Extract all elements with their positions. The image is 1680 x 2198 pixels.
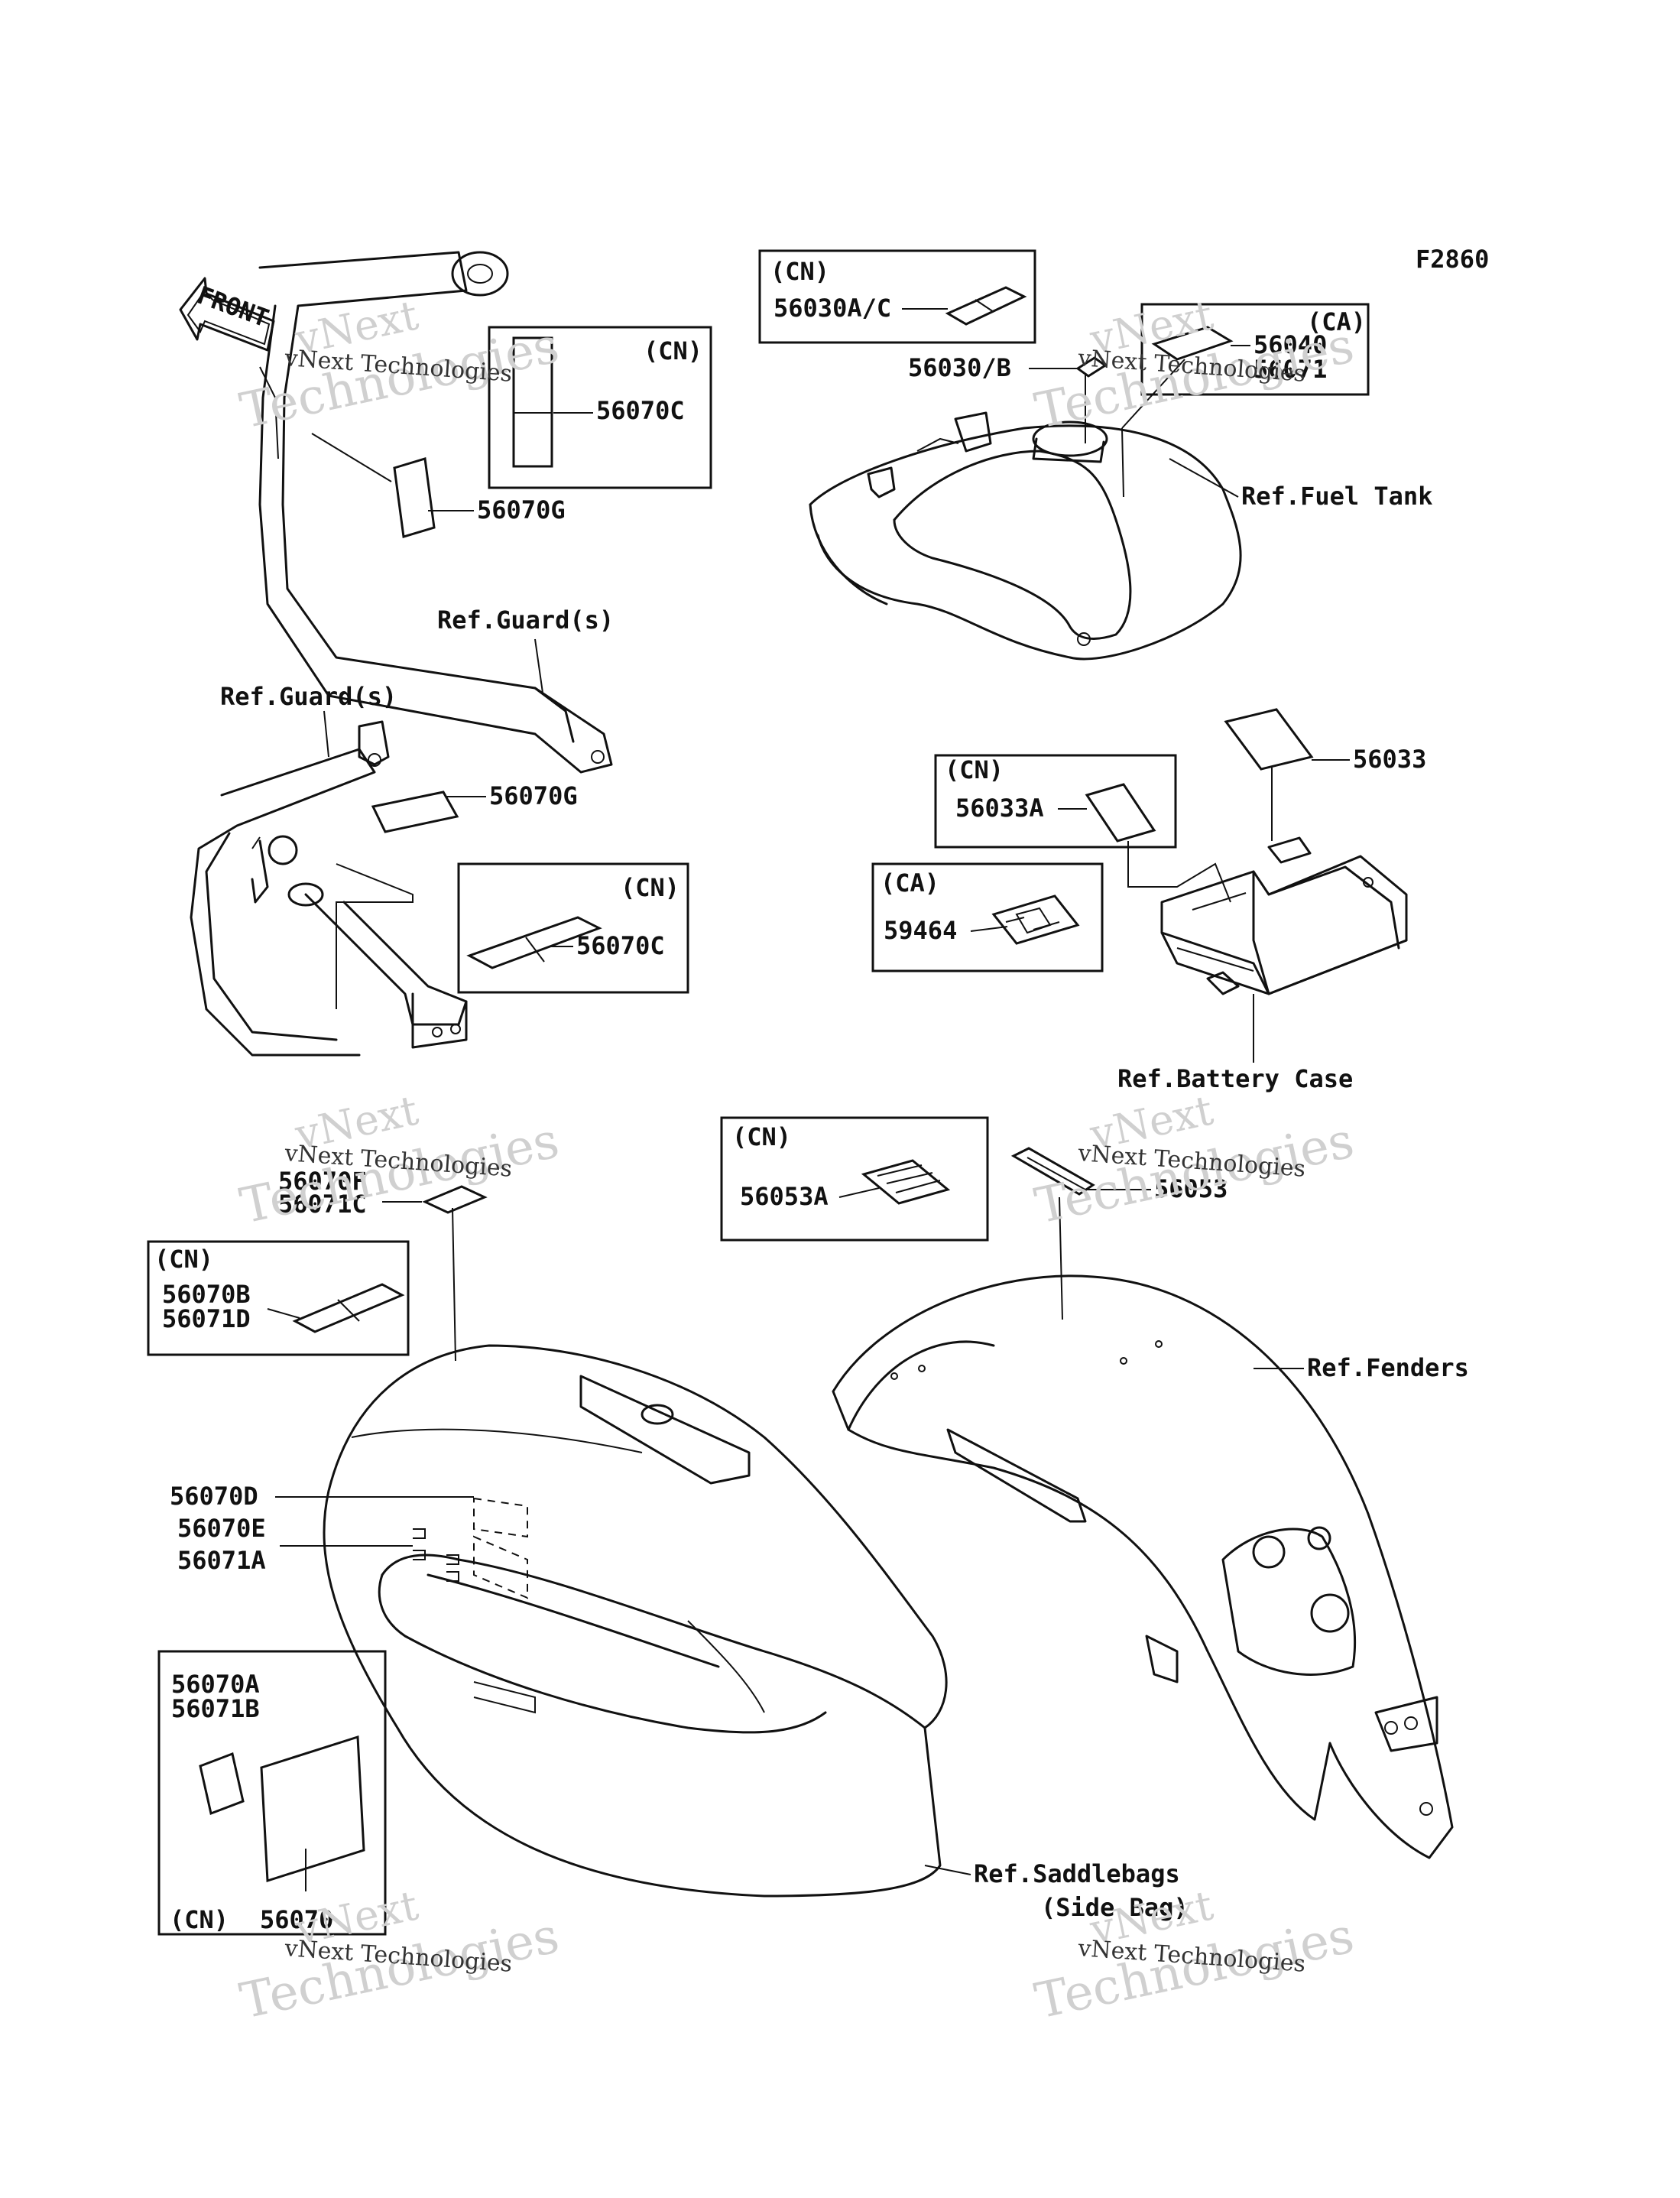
fender-drawing xyxy=(832,1274,1454,1859)
part-56070e: 56070E xyxy=(177,1514,266,1543)
tag-ca-battery: (CA) xyxy=(881,868,939,898)
ref-saddlebags-sub: (Side Bag) xyxy=(1041,1893,1189,1922)
tag-ca-tank: (CA) xyxy=(1307,307,1366,336)
tag-cn-battery: (CN) xyxy=(945,755,1004,784)
part-56030ac: 56030A/C xyxy=(774,294,891,323)
guard-lower-drawing xyxy=(190,720,468,1057)
decal-56053a xyxy=(861,1159,951,1205)
figure-code: F2860 xyxy=(1416,245,1489,274)
box-ca-tank xyxy=(1140,303,1370,396)
box-ca-battery xyxy=(871,862,1104,972)
box-cn-tank xyxy=(758,249,1036,344)
decal-56070c-lower xyxy=(466,916,602,969)
decal-56030b xyxy=(1075,356,1108,378)
saddlebag-drawing xyxy=(323,1344,948,1898)
decal-56070g-lower xyxy=(371,791,459,833)
tag-cn-saddlebag-bottom: (CN) xyxy=(170,1905,229,1934)
decal-56030ac xyxy=(945,286,1027,326)
decal-56070c-upper xyxy=(512,336,553,468)
part-56070g-lower: 56070G xyxy=(489,781,578,810)
box-cn-guard-upper xyxy=(488,326,712,489)
tag-cn-saddlebag-top: (CN) xyxy=(154,1245,213,1274)
box-cn-saddlebag-top xyxy=(147,1240,410,1356)
part-56033: 56033 xyxy=(1353,745,1426,774)
ref-battery-case: Ref.Battery Case xyxy=(1117,1064,1353,1093)
box-cn-fender xyxy=(720,1116,989,1242)
decal-56033 xyxy=(1224,708,1314,771)
decal-56040 xyxy=(1151,326,1234,361)
tag-cn-fender: (CN) xyxy=(732,1122,791,1151)
part-56070g-upper: 56070G xyxy=(477,495,566,524)
part-56070f: 56070F xyxy=(278,1167,367,1196)
tag-cn-guard-lower: (CN) xyxy=(621,873,679,902)
part-56071b: 56071B xyxy=(171,1694,260,1723)
decal-56070a xyxy=(199,1752,245,1816)
box-cn-saddlebag-bottom xyxy=(157,1650,387,1936)
part-56030b: 56030/B xyxy=(908,353,1011,382)
ref-saddlebags: Ref.Saddlebags xyxy=(974,1859,1180,1888)
decal-56070b xyxy=(292,1283,405,1333)
guard-upper-drawing xyxy=(258,251,613,774)
part-56071d: 56071D xyxy=(162,1304,251,1333)
part-56070c-upper: 56070C xyxy=(596,396,685,425)
part-56071: 56071 xyxy=(1254,355,1327,384)
part-56070: 56070 xyxy=(260,1905,333,1934)
decal-59464 xyxy=(991,894,1080,945)
decal-56070g-upper xyxy=(393,457,436,538)
part-56070c-lower: 56070C xyxy=(576,931,665,960)
decal-56033a xyxy=(1085,783,1156,843)
ref-fuel-tank: Ref.Fuel Tank xyxy=(1241,482,1432,511)
part-56071a: 56071A xyxy=(177,1546,266,1575)
saddlebag-decal-marks xyxy=(413,1497,528,1599)
part-56053a: 56053A xyxy=(740,1182,829,1211)
part-56040: 56040 xyxy=(1254,330,1327,359)
part-56070d: 56070D xyxy=(170,1482,258,1511)
decal-56070 xyxy=(260,1735,365,1883)
part-59464: 59464 xyxy=(884,916,957,945)
part-56070b: 56070B xyxy=(162,1280,251,1309)
decal-56070f xyxy=(422,1185,488,1214)
box-cn-battery xyxy=(934,754,1177,849)
ref-fenders: Ref.Fenders xyxy=(1307,1353,1469,1382)
ref-guard-lower: Ref.Guard(s) xyxy=(220,682,397,711)
tag-cn-guard-upper: (CN) xyxy=(644,336,702,365)
part-56053: 56053 xyxy=(1154,1174,1228,1203)
tag-cn-tank: (CN) xyxy=(770,257,829,286)
ref-guard-upper: Ref.Guard(s) xyxy=(437,606,614,635)
fuel-tank-drawing xyxy=(809,411,1242,661)
part-56070a: 56070A xyxy=(171,1670,260,1699)
battery-case-drawing xyxy=(1160,836,1408,995)
part-56033a: 56033A xyxy=(955,794,1044,823)
box-cn-guard-lower xyxy=(457,862,689,994)
part-56071c: 56071C xyxy=(278,1190,367,1219)
